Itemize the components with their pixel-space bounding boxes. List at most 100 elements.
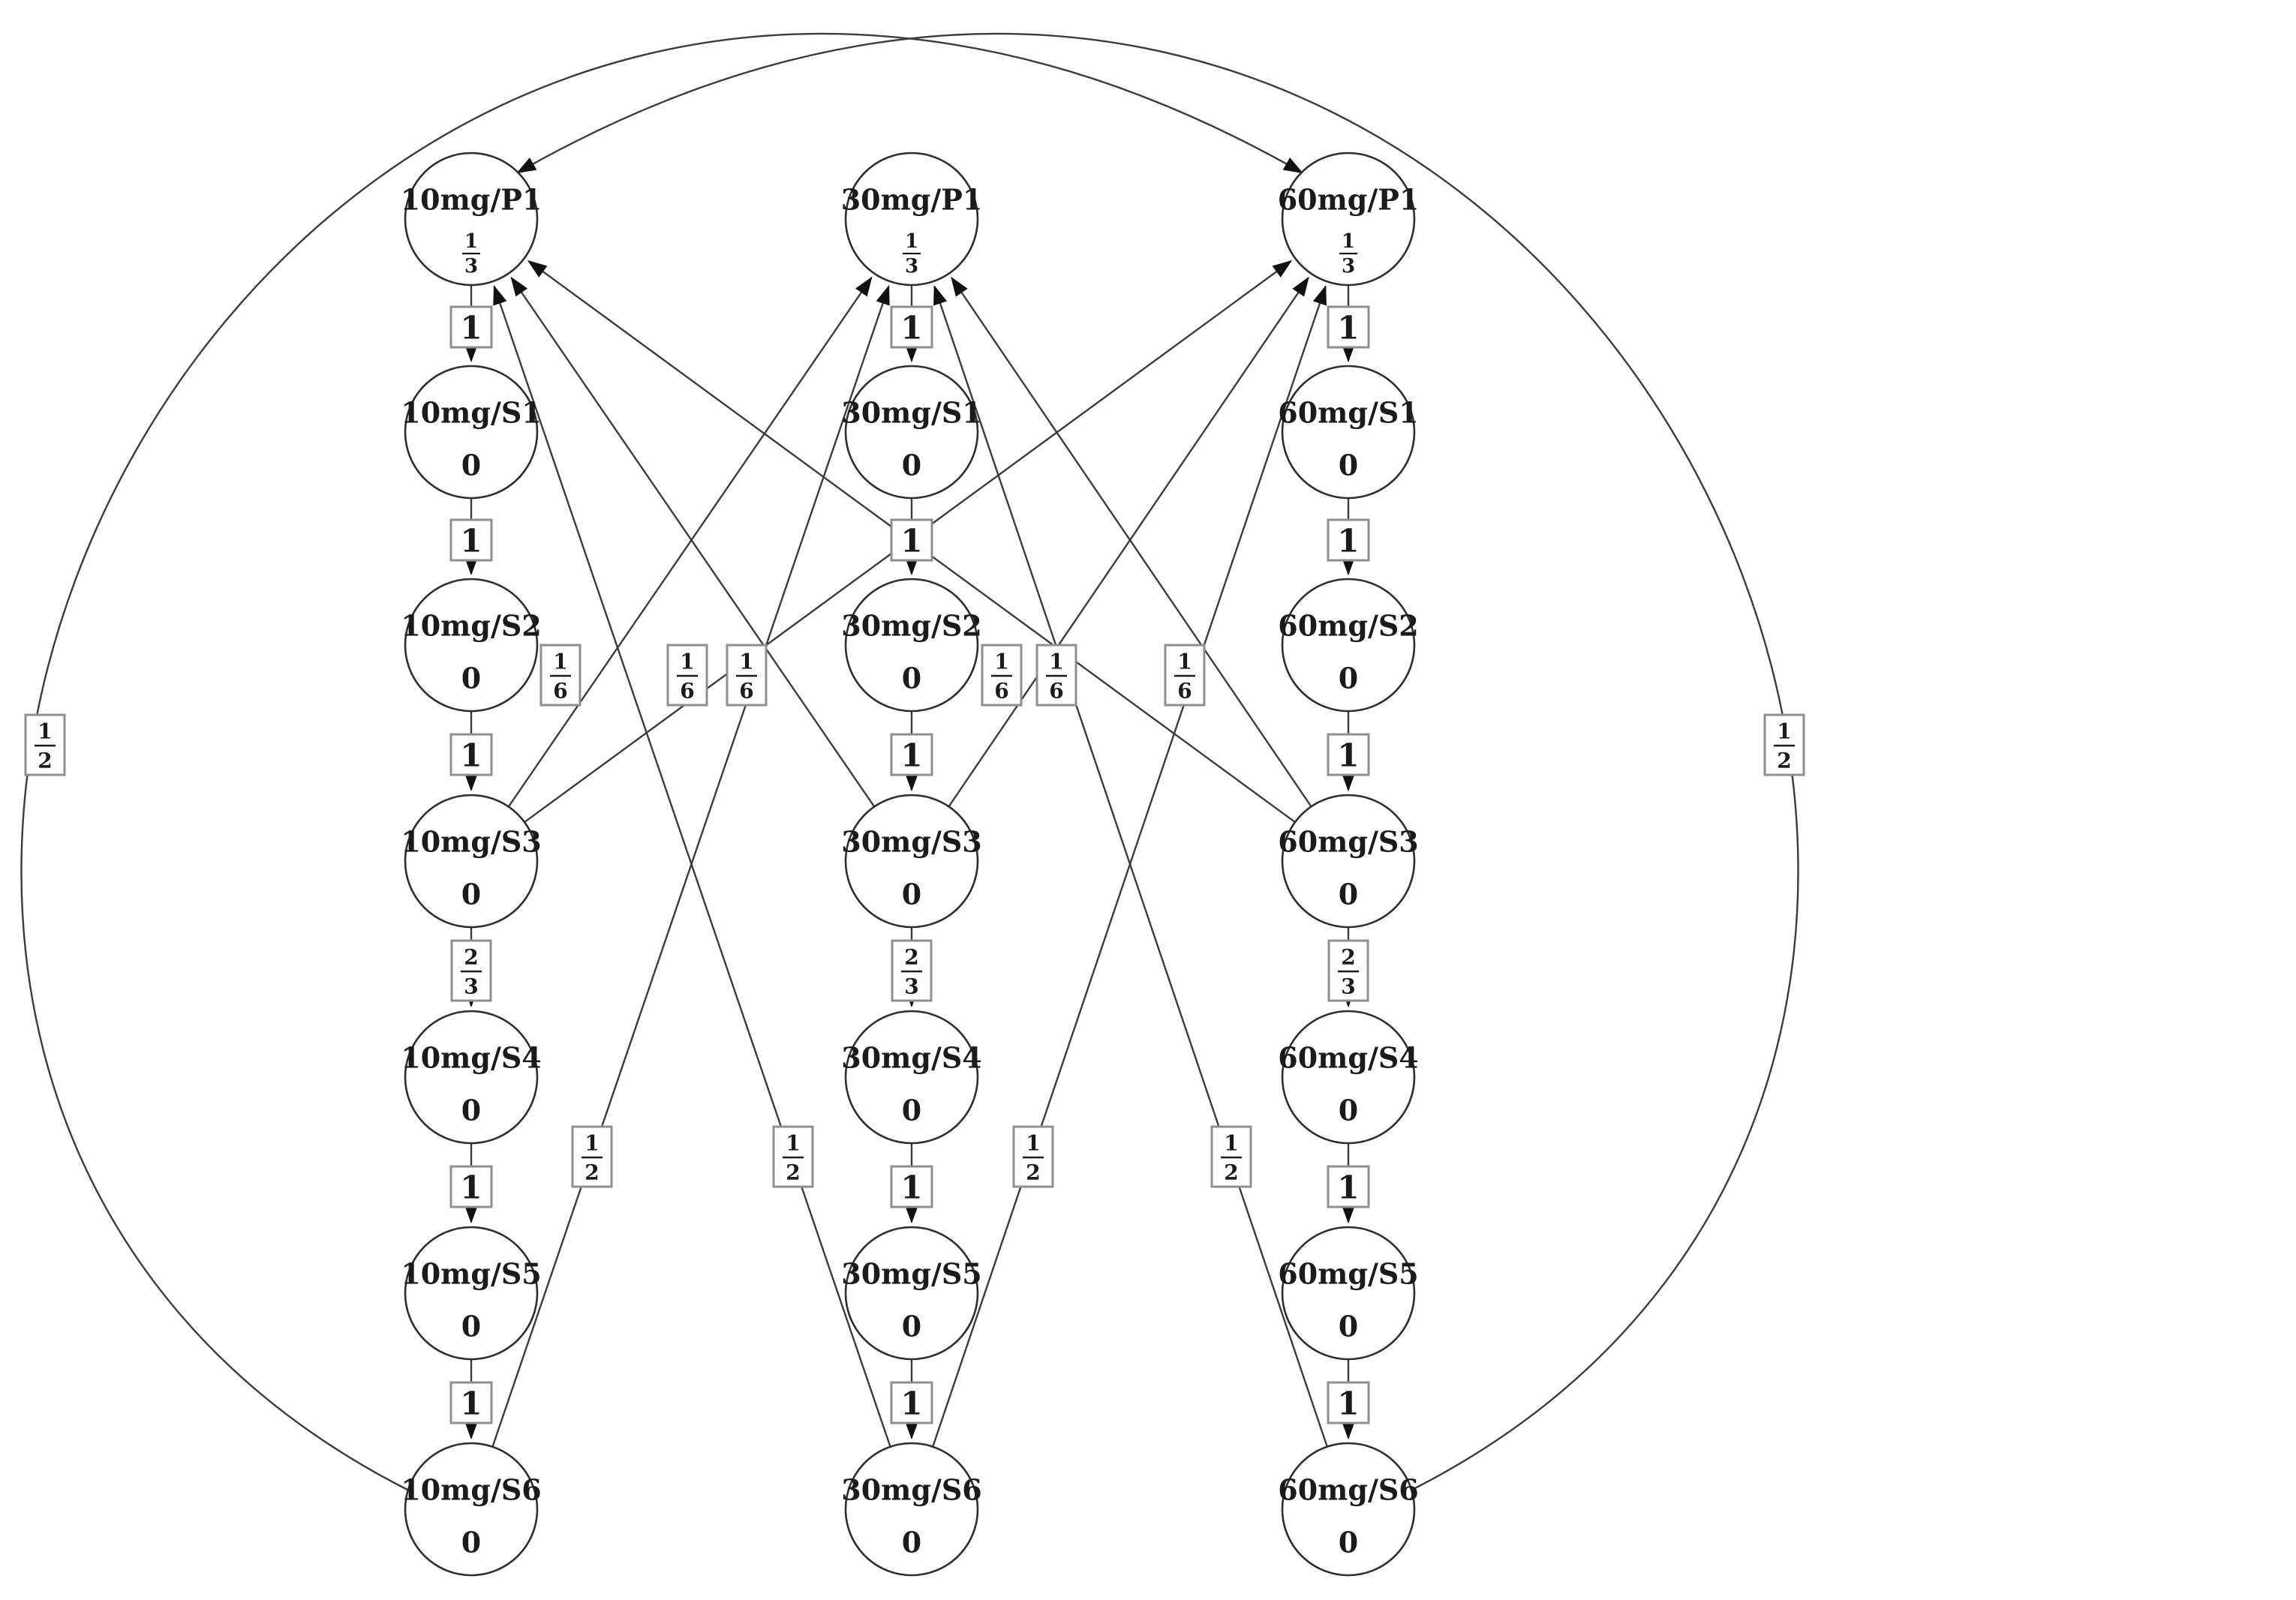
state-value-denominator: 3 <box>464 255 478 278</box>
node-10mg-S1: 10mg/S10 <box>401 365 542 500</box>
fraction-numerator: 1 <box>994 650 1008 674</box>
edge-30mg-S3-to-10mg-P1 <box>510 276 875 807</box>
fraction-denominator: 2 <box>585 1160 599 1185</box>
state-value: 0 <box>461 878 481 911</box>
state-circle <box>844 1010 979 1145</box>
probability-text: 1 <box>1337 737 1359 774</box>
chain-edge-label: 23 <box>450 939 492 1002</box>
state-name: 60mg/S2 <box>1278 609 1418 643</box>
chain-edge-label: 1 <box>1327 733 1370 776</box>
fraction-numerator: 1 <box>38 719 52 744</box>
state-value-numerator: 1 <box>905 230 918 253</box>
state-value-denominator: 3 <box>905 255 918 278</box>
fraction-denominator: 2 <box>1224 1160 1238 1185</box>
chain-edge-label: 1 <box>890 733 933 776</box>
state-circle <box>844 794 979 929</box>
cross-edge-label: 16 <box>539 644 582 707</box>
state-name: 30mg/S1 <box>841 396 981 430</box>
state-value: 0 <box>902 1526 921 1559</box>
state-name: 10mg/S4 <box>401 1041 541 1075</box>
state-name: 60mg/S1 <box>1278 396 1418 430</box>
node-30mg-S6: 30mg/S6 0 <box>841 1442 982 1577</box>
probability-text: 1 <box>900 310 922 347</box>
arc-edge-label: 12 <box>24 713 66 776</box>
state-name: 30mg/S4 <box>841 1041 981 1075</box>
state-circle <box>404 152 539 287</box>
fraction-denominator: 3 <box>1341 974 1355 999</box>
state-value: 0 <box>1339 1310 1358 1343</box>
node-10mg-S2: 10mg/S2 0 <box>401 578 542 713</box>
chain-edge-label: 23 <box>1327 939 1369 1002</box>
chain-edge-label: 1 <box>890 518 933 562</box>
state-value: 0 <box>461 1094 481 1127</box>
fraction-numerator: 1 <box>786 1131 800 1156</box>
cross-edge-label: 12 <box>1012 1125 1054 1188</box>
cross-edge-label: 16 <box>981 644 1023 707</box>
state-circle <box>404 1442 539 1577</box>
state-value: 0 <box>461 1526 481 1559</box>
state-circle <box>844 578 979 713</box>
node-60mg-S3: 60mg/S30 <box>1278 794 1419 929</box>
edge-30mg-S6-to-60mg-P1 <box>932 284 1327 1447</box>
edge-60mg-S6-to-30mg-P1 <box>933 284 1328 1447</box>
state-name: 10mg/P1 <box>401 183 542 217</box>
edge-30mg-S3-to-60mg-P1 <box>948 276 1309 807</box>
state-circle <box>1281 152 1416 287</box>
chain-edge-label: 1 <box>1327 305 1370 349</box>
chain-edge-label: 1 <box>890 305 933 349</box>
state-name: 60mg/S6 <box>1278 1473 1418 1507</box>
nodes-layer: 10mg/P11310mg/S1010mg/S2010mg/S3010mg/S4… <box>401 152 1420 1577</box>
node-60mg-S6: 60mg/S60 <box>1278 1442 1419 1577</box>
fraction-denominator: 6 <box>553 679 567 704</box>
probability-text: 1 <box>460 523 482 560</box>
state-value: 0 <box>461 662 481 695</box>
state-name: 10mg/S6 <box>401 1473 541 1507</box>
node-10mg-S6: 10mg/S6 0 <box>401 1442 542 1577</box>
chain-edge-label: 1 <box>1327 1381 1370 1424</box>
state-name: 30mg/S6 <box>841 1473 981 1507</box>
state-circle <box>404 578 539 713</box>
fraction-numerator: 1 <box>553 650 567 674</box>
state-circle <box>844 365 979 500</box>
state-name: 60mg/P1 <box>1278 183 1420 217</box>
edge-labels-layer: 1112311111231111123111616161616161212121… <box>24 305 1805 1424</box>
edge-60mg-S3-to-30mg-P1 <box>951 276 1312 807</box>
chain-edge-label: 1 <box>890 1381 933 1424</box>
fraction-numerator: 1 <box>1177 650 1192 674</box>
state-circle <box>1281 1442 1416 1577</box>
state-circle <box>844 152 979 287</box>
probability-text: 1 <box>460 1385 482 1422</box>
cross-edge-label: 16 <box>726 644 768 707</box>
state-name: 10mg/S5 <box>401 1257 541 1291</box>
chain-edge-label: 23 <box>891 939 933 1002</box>
chain-edge-label: 1 <box>449 305 493 349</box>
edge-10mg-S3-to-30mg-P1 <box>508 276 873 807</box>
node-60mg-S5: 60mg/S50 <box>1278 1226 1419 1361</box>
node-30mg-S5: 30mg/S50 <box>841 1226 982 1361</box>
probability-text: 1 <box>1337 1385 1359 1422</box>
probability-text: 1 <box>460 310 482 347</box>
state-circle <box>844 1226 979 1361</box>
probability-text: 1 <box>900 1169 922 1206</box>
chain-edge-label: 1 <box>449 733 493 776</box>
state-name: 10mg/S3 <box>401 825 541 859</box>
fraction-denominator: 6 <box>739 679 753 704</box>
state-circle <box>1281 794 1416 929</box>
cross-edge-label: 12 <box>571 1125 613 1188</box>
state-value: 0 <box>1339 662 1358 695</box>
edge-10mg-S6-to-30mg-P1 <box>491 284 890 1447</box>
probability-text: 1 <box>1337 1169 1359 1206</box>
fraction-denominator: 6 <box>1177 679 1192 704</box>
node-10mg-S4: 10mg/S4 0 <box>401 1010 542 1145</box>
state-value: 0 <box>902 1094 921 1127</box>
state-circle <box>404 365 539 500</box>
probability-text: 1 <box>460 1169 482 1206</box>
state-name: 10mg/S2 <box>401 609 541 643</box>
state-circle <box>1281 578 1416 713</box>
fraction-numerator: 1 <box>585 1131 599 1156</box>
